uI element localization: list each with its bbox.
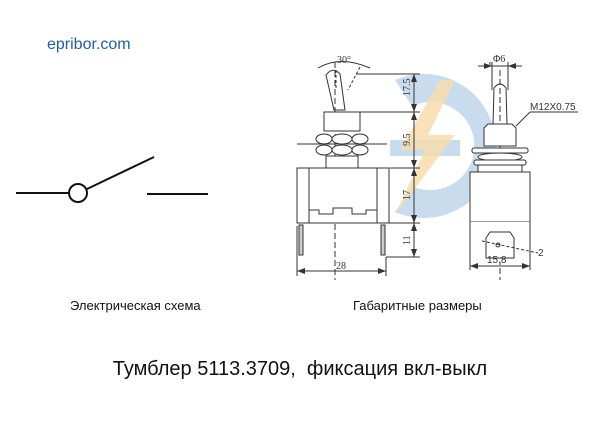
front-view-drawing xyxy=(296,61,420,280)
side-view-drawing xyxy=(469,62,578,280)
schematic-caption: Электрическая схема xyxy=(70,298,201,313)
dim-angle: 30° xyxy=(337,55,351,66)
switch-schematic-icon xyxy=(16,156,208,203)
dim-17-5: 17.5 xyxy=(402,79,413,97)
front-view-arrows-icon xyxy=(297,74,417,274)
dim-17: 17 xyxy=(402,190,413,200)
product-title: Тумблер 5113.3709, фиксация вкл-выкл xyxy=(112,358,488,380)
site-watermark-text: epribor.com xyxy=(47,36,131,53)
dim-phi6: Φ6 xyxy=(493,54,505,65)
side-view-arrows-icon xyxy=(470,63,530,269)
dim-11: 11 xyxy=(402,235,413,245)
dim-thread: M12X0.75 xyxy=(530,102,576,113)
terminal-callout: 2 xyxy=(538,248,544,259)
dim-9-5: 9.5 xyxy=(402,134,413,147)
dim-15-8: 15.8 xyxy=(487,255,507,266)
dim-28: 28 xyxy=(336,261,346,272)
dimensions-caption: Габаритные размеры xyxy=(353,298,482,313)
